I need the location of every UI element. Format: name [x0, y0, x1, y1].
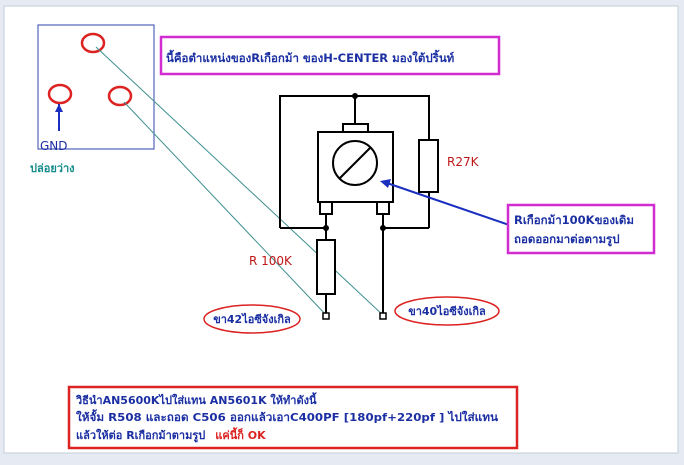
pin42-callout — [203, 304, 301, 334]
pin40-pad — [379, 312, 387, 320]
instructions-line3-ok: แค่นี้ก็ OK — [215, 427, 266, 442]
pin40-label: ขา40ไอซีจังเกิล — [408, 304, 486, 318]
pin-hole-top — [80, 32, 106, 54]
instructions-line2: ให้จั้ม R508 และถอด C506 ออกแล้วเอาC400P… — [76, 409, 499, 424]
r27k-label: R27K — [447, 155, 480, 169]
gnd-arrow-head — [55, 104, 63, 112]
pin42-label: ขา42ไอซีจังเกิล — [213, 312, 291, 326]
instructions-line3-main: แล้วให้ต่อ Rเกือกม้าตามรูป — [76, 428, 205, 443]
pin-hole-right — [107, 85, 133, 107]
instructions-line1: วิธีนำAN5600Kไปใส่แทน AN5601K ให้ทำดังนี… — [75, 392, 317, 407]
pin-location-box — [37, 24, 155, 150]
resistor-r100k — [316, 239, 336, 295]
instructions-line3: แล้วให้ต่อ Rเกือกม้าตามรูป แค่นี้ก็ OK — [76, 427, 266, 443]
gnd-label: GND — [40, 139, 68, 153]
junction-right — [380, 225, 386, 231]
pin-hole-left — [47, 83, 73, 105]
pin42-pad — [322, 312, 330, 320]
trimmer-pin-right — [376, 201, 390, 215]
trimmer-note-box — [506, 203, 656, 255]
trimmer-pin-left — [319, 201, 333, 215]
r100k-label: R 100K — [249, 254, 293, 268]
instructions-box — [67, 385, 519, 450]
trimmer-slot — [339, 147, 371, 179]
guide-line-pin42 — [123, 101, 328, 317]
trimmer-note-arrow-head — [380, 179, 391, 188]
trimmer-note-line2: ถอดออกมาต่อตามรูป — [514, 232, 620, 247]
position-note-box — [159, 35, 501, 76]
float-pin-label: ปล่อยว่าง — [30, 162, 75, 175]
pin40-callout — [394, 296, 500, 326]
trimmer-note-arrow — [383, 181, 513, 227]
trimmer-wiper-tab — [342, 123, 369, 133]
junction-left — [323, 225, 329, 231]
position-note-text: นี้คือตำแหน่งของRเกือกม้า ของH-CENTER มอ… — [166, 49, 455, 65]
resistor-r27k — [418, 139, 439, 193]
trimmer-note-line1: Rเกือกม้า100Kของเดิม — [514, 213, 634, 227]
junction-top — [352, 93, 358, 99]
